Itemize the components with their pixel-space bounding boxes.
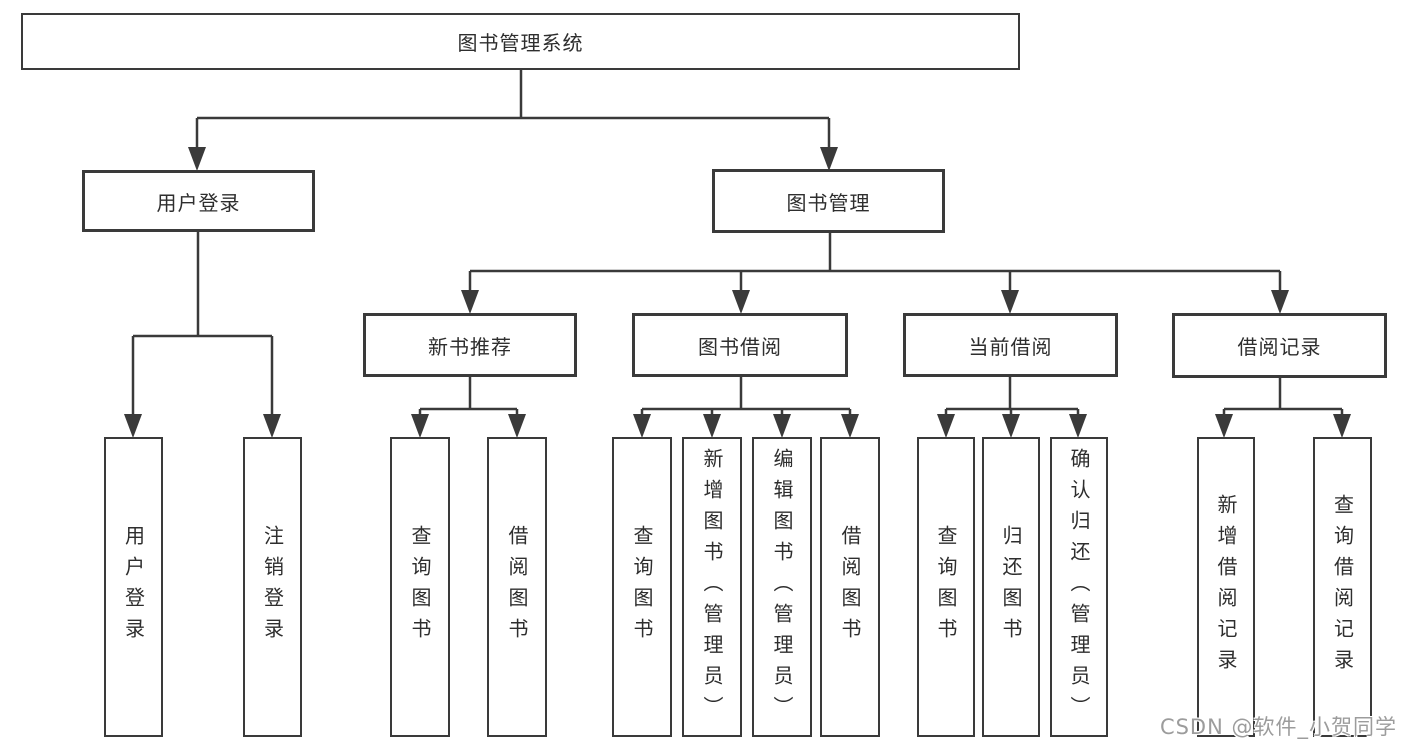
node-book-borrowing: 图书借阅 (632, 313, 848, 377)
leaf-newbooks-query-books: 查询图书 (390, 437, 450, 737)
leaf-borrowing-add-books-admin: 新增图书（管理员） (682, 437, 742, 737)
arrowheads (124, 147, 1351, 438)
connector-lines (131, 70, 1344, 419)
node-library-management-system: 图书管理系统 (21, 13, 1020, 70)
leaf-user-login: 用户登录 (104, 437, 163, 737)
leaf-current-return-books: 归还图书 (982, 437, 1040, 737)
node-book-management: 图书管理 (712, 169, 945, 233)
leaf-borrowing-query-books: 查询图书 (612, 437, 672, 737)
leaf-logout: 注销登录 (243, 437, 302, 737)
node-user-login: 用户登录 (82, 170, 315, 232)
node-borrowing-records: 借阅记录 (1172, 313, 1387, 378)
node-new-book-recommend: 新书推荐 (363, 313, 577, 377)
node-current-borrowing: 当前借阅 (903, 313, 1118, 377)
leaf-newbooks-borrow-books: 借阅图书 (487, 437, 547, 737)
leaf-current-query-books: 查询图书 (917, 437, 975, 737)
leaf-borrowing-edit-books-admin: 编辑图书（管理员） (752, 437, 812, 737)
leaf-records-add-record: 新增借阅记录 (1197, 437, 1255, 737)
csdn-watermark: CSDN @软件_小贺同学 (1159, 715, 1397, 739)
leaf-borrowing-borrow-books: 借阅图书 (820, 437, 880, 737)
leaf-records-query-record: 查询借阅记录 (1313, 437, 1372, 737)
leaf-current-confirm-return-admin: 确认归还（管理员） (1050, 437, 1108, 737)
